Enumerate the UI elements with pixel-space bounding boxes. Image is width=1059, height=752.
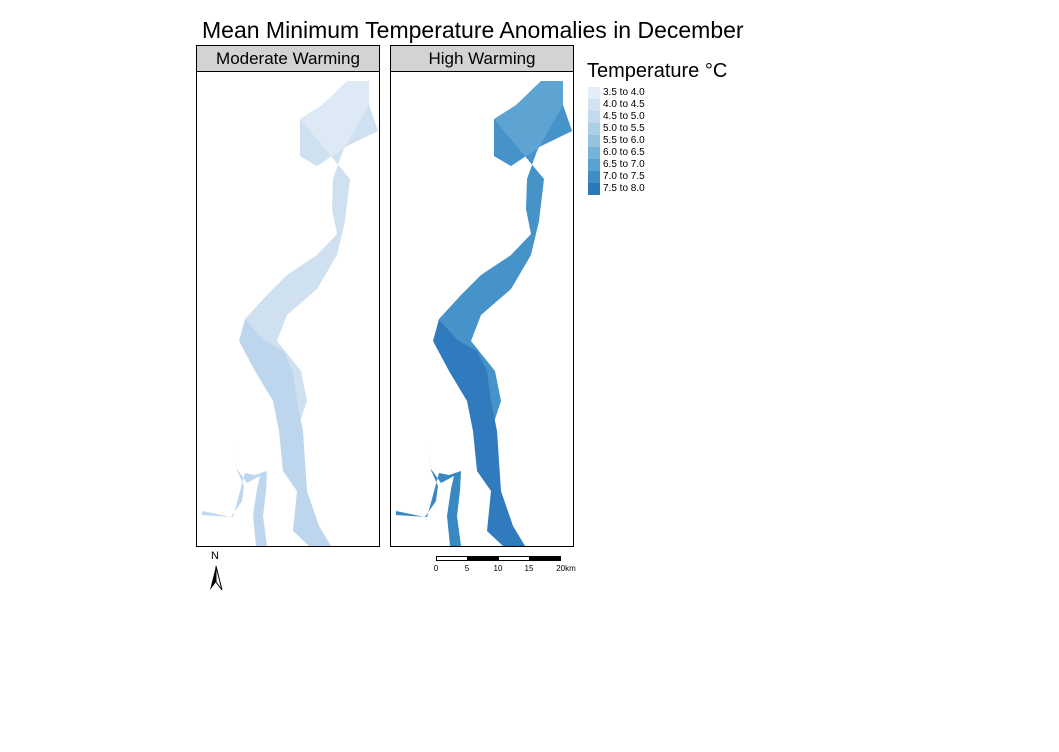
legend-item: 5.0 to 5.5 <box>588 123 645 135</box>
north-arrow-icon <box>210 565 223 591</box>
scale-bar-segment <box>467 556 499 561</box>
legend-swatch <box>588 87 600 99</box>
north-arrow-label: N <box>211 550 219 562</box>
scale-bar-segment <box>436 556 468 561</box>
scale-bar-label: 0 <box>433 564 439 573</box>
legend-item: 6.5 to 7.0 <box>588 159 645 171</box>
map-title: Mean Minimum Temperature Anomalies in De… <box>202 17 744 43</box>
river-map-moderate <box>202 81 378 546</box>
panel-moderate-warming: Moderate Warming <box>196 45 380 547</box>
legend-label: 5.0 to 5.5 <box>603 123 645 134</box>
legend-swatch <box>588 159 600 171</box>
legend-swatch <box>588 123 600 135</box>
legend-label: 4.5 to 5.0 <box>603 111 645 122</box>
legend-label: 3.5 to 4.0 <box>603 87 645 98</box>
legend-item: 7.0 to 7.5 <box>588 171 645 183</box>
river-lower-region <box>239 319 331 546</box>
legend-item: 6.0 to 6.5 <box>588 147 645 159</box>
panel-strip-label: High Warming <box>391 46 573 72</box>
scale-bar-label: 15 <box>524 564 534 573</box>
legend-swatch <box>588 183 600 195</box>
legend-item: 4.5 to 5.0 <box>588 111 645 123</box>
river-west-arm <box>202 443 267 546</box>
legend-title: Temperature °C <box>587 60 728 82</box>
panel-strip-label: Moderate Warming <box>197 46 379 72</box>
panel-high-warming: High Warming <box>390 45 574 547</box>
north-arrow: N <box>206 550 226 599</box>
scale-bar-segment <box>498 556 530 561</box>
legend-swatch <box>588 135 600 147</box>
legend-item: 5.5 to 6.0 <box>588 135 645 147</box>
legend-swatch <box>588 99 600 111</box>
legend-swatch <box>588 147 600 159</box>
legend-item: 7.5 to 8.0 <box>588 183 645 195</box>
scale-bar-segment <box>529 556 561 561</box>
legend-label: 6.0 to 6.5 <box>603 147 645 158</box>
river-map-high <box>396 81 572 546</box>
legend-label: 7.5 to 8.0 <box>603 183 645 194</box>
legend-label: 6.5 to 7.0 <box>603 159 645 170</box>
legend-swatch <box>588 171 600 183</box>
scale-bar-label: 20km <box>556 564 576 573</box>
legend-label: 7.0 to 7.5 <box>603 171 645 182</box>
scale-bar-label: 10 <box>493 564 503 573</box>
legend-label: 4.0 to 4.5 <box>603 99 645 110</box>
legend-label: 5.5 to 6.0 <box>603 135 645 146</box>
legend-swatch <box>588 111 600 123</box>
legend-item: 4.0 to 4.5 <box>588 99 645 111</box>
scale-bar-label: 5 <box>464 564 470 573</box>
river-lower-region <box>433 319 525 546</box>
scale-bar: 0 5 10 15 20km <box>428 556 578 576</box>
legend-item: 3.5 to 4.0 <box>588 87 645 99</box>
river-west-arm <box>396 443 461 546</box>
